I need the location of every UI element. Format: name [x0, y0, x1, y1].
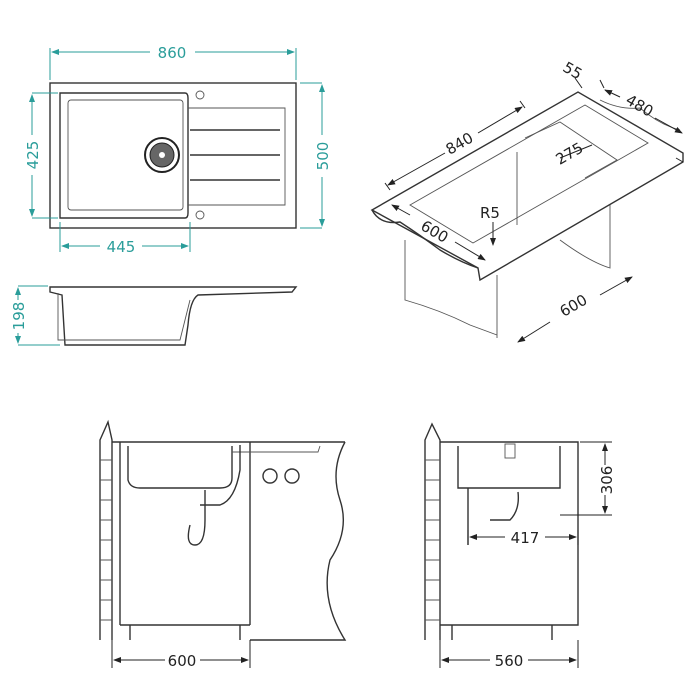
drainer-grooves: [190, 129, 280, 181]
dim-width: 860: [158, 44, 187, 62]
top-view: 860 500 425 445: [24, 44, 332, 256]
dim-bowl-width: 445: [107, 238, 136, 256]
tap-hole: [195, 90, 205, 100]
dim-side-cabinet-width: 560: [495, 652, 524, 670]
side-view: 198: [10, 285, 298, 346]
dim-counter-depth: 600: [418, 217, 452, 247]
dim-margin: 55: [560, 58, 586, 83]
dim-height: 198: [10, 302, 28, 331]
dim-cutout-length: 840: [443, 129, 477, 159]
overflow-hole: [195, 210, 205, 220]
dim-depth: 500: [314, 142, 332, 171]
dim-sink-depth: 306: [598, 466, 616, 495]
cutout-view: 840 55 480 275 R5 600 600: [370, 58, 684, 343]
dim-drain-offset: 417: [511, 529, 540, 547]
front-install-view: 600: [99, 419, 347, 670]
dim-bowl-depth: 425: [24, 141, 42, 170]
dim-bowl-offset: 275: [553, 139, 587, 169]
siphon-icon: [187, 445, 241, 546]
drain-strainer-icon: [144, 137, 180, 173]
dim-cabinet-width: 600: [168, 652, 197, 670]
dim-radius: R5: [480, 204, 500, 222]
side-install-view: 560 306 417: [424, 422, 616, 670]
dim-cabinet-depth: 600: [557, 291, 591, 321]
